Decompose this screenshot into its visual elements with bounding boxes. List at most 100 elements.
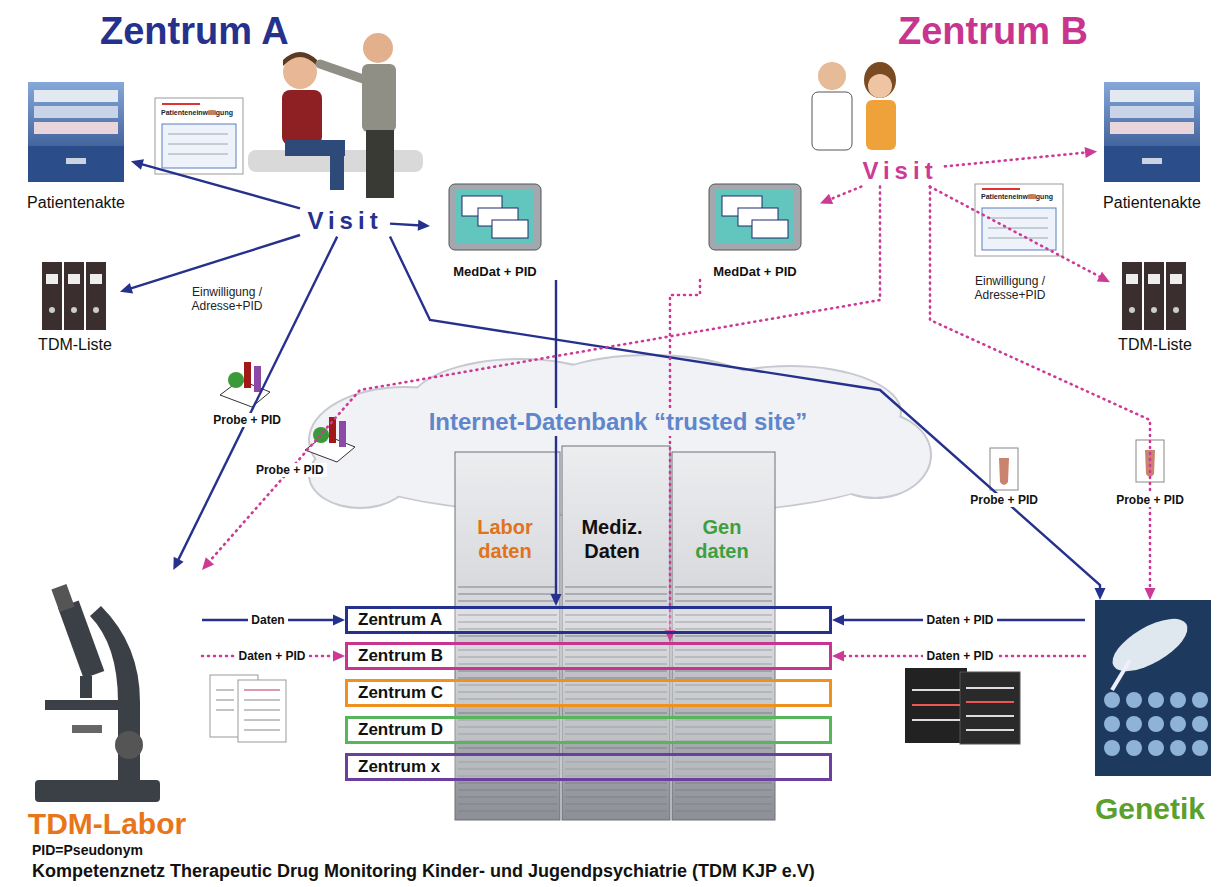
edge-label: Probe + PID (1113, 493, 1187, 507)
node-label: TDM-Liste (1118, 336, 1192, 354)
monitor-icon-part (716, 190, 794, 244)
sample-rack-icon-part (339, 421, 346, 447)
center-band: Zentrum x (345, 753, 832, 781)
consent-form-icon-part (162, 103, 200, 105)
data-sheet-icon (210, 675, 286, 742)
envelope-icon-part (999, 458, 1009, 485)
consent-form-icon-part (168, 144, 228, 145)
dotted-line (828, 187, 861, 201)
patient-record: Patientenakte (1097, 80, 1207, 212)
node-label: Visit (307, 207, 382, 235)
data-sheet-icon-part (216, 690, 234, 691)
binder-icon-part (64, 262, 84, 330)
monitor-icon-part (492, 220, 528, 238)
genetics-photo-part (1126, 716, 1142, 732)
arrowhead (1085, 147, 1097, 158)
sample-rack-icon (220, 362, 355, 462)
binder-icon-part (49, 307, 55, 313)
edge-label: Probe + PID (253, 463, 327, 477)
monitor-icon-part (709, 184, 801, 250)
connector (390, 220, 430, 231)
form-title: Patienteneinwilligung (981, 193, 1053, 201)
genetics-photo-part (1104, 692, 1208, 756)
node-label: Patientenakte (27, 194, 125, 212)
microscope-part (35, 780, 160, 802)
doctor-patient-figure-part (330, 140, 344, 190)
genetics-photo-part (1104, 692, 1120, 708)
connector (930, 187, 1110, 283)
center-band: Zentrum D (345, 716, 832, 744)
data-sheet-icon-part (244, 720, 280, 721)
consent-form-icon-part (155, 98, 243, 174)
doctor-patient-figure (248, 33, 896, 198)
arrowhead (820, 194, 833, 204)
connector (202, 187, 880, 570)
arrowhead (202, 557, 214, 570)
consent-form-icon-part (168, 154, 228, 155)
node-label: Visit (862, 157, 937, 185)
binder-icon-part (1144, 262, 1164, 330)
arrowhead (120, 283, 133, 293)
data-sheet-icon-part (244, 690, 280, 691)
genetics-photo-part (1192, 692, 1208, 708)
microscope-part (51, 584, 74, 612)
solid-line (390, 224, 421, 226)
arrowhead (551, 594, 562, 606)
solid-line (140, 164, 300, 209)
arrowhead (832, 651, 844, 662)
sample-rack-icon-part (329, 417, 336, 443)
column-label: Mediz. Daten (572, 515, 652, 563)
genetics-photo-part (1112, 660, 1130, 690)
database-server: Internet-Datenbank “trusted site”Labor d… (318, 398, 918, 798)
edge-label: Daten + PID (923, 613, 996, 627)
binder-icon-part (1170, 274, 1182, 284)
binder-icon-part (1122, 262, 1142, 330)
filing-cabinet-icon-part (28, 146, 124, 182)
filing-cabinet-icon-part (66, 158, 86, 164)
node-label: Zentrum x (352, 757, 446, 777)
doctor-patient-figure-part (363, 33, 393, 63)
genetics-photo-part (1126, 740, 1142, 756)
doctor-patient-figure-part (812, 92, 852, 150)
medical-data-terminal: MedDat + PID (690, 180, 820, 280)
consent-form-icon-part (988, 218, 1048, 219)
arrowhead (173, 557, 183, 570)
arrowhead (418, 220, 430, 231)
binder-icon-part (46, 274, 58, 284)
node-label: Genetik (1095, 793, 1205, 825)
dotted-line (930, 187, 1150, 591)
gel-image-icon-part (966, 701, 1014, 703)
genetics-photo-part (1126, 692, 1142, 708)
node-label: MedDat + PID (713, 265, 796, 280)
node-label: Zentrum A (352, 610, 448, 630)
consent-form-icon-part (988, 238, 1048, 239)
filing-cabinet-icon-part (34, 90, 118, 102)
consent-form-icon-part (988, 228, 1048, 229)
filing-cabinet-icon-part (1110, 90, 1194, 102)
consent-form-icon-part (975, 184, 1063, 256)
center-band: Zentrum B (345, 642, 832, 670)
microscope-part (45, 700, 135, 710)
gel-image-icon (905, 668, 1020, 744)
filing-cabinet-icon-part (1110, 106, 1194, 118)
gel-image-icon-part (966, 715, 1014, 717)
binder-icon-part (1129, 307, 1135, 313)
solid-line (129, 235, 300, 289)
genetics-photo-part (1104, 740, 1120, 756)
gel-image-icon-part (960, 672, 1020, 744)
consent-form-icon-part (162, 124, 236, 168)
sample-rack-icon-part (244, 362, 251, 388)
solid-line (390, 237, 1100, 591)
monitor-icon-part (752, 220, 788, 238)
genetics-photo-part (1170, 740, 1186, 756)
binder-icon-part (90, 274, 102, 284)
monitor-icon-part (449, 184, 541, 250)
visit-node: Visit (300, 205, 390, 237)
consent-form-icon-part (168, 134, 228, 135)
consent-note: Einwilligung / Adresse+PID (172, 286, 282, 314)
filing-cabinet-icon (28, 82, 1200, 182)
genetics-photo-part (1105, 608, 1196, 681)
center-title: Zentrum A (100, 10, 289, 54)
binder-icon-part (1166, 262, 1186, 330)
